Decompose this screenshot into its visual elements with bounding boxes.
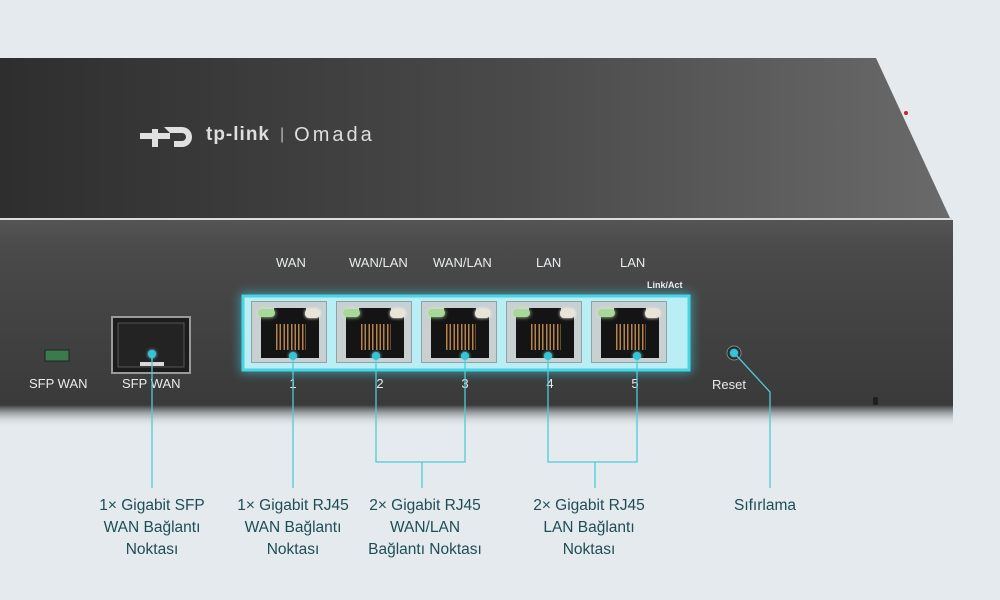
act-led-icon <box>390 309 405 318</box>
port-type-label-5: LAN <box>620 255 646 270</box>
link-led-icon <box>513 309 530 317</box>
callout-dot-port-2 <box>372 352 380 360</box>
callout-reset: Sıfırlama <box>733 497 796 514</box>
callout-sfp: 1× Gigabit SFP WAN Bağlantı Noktası <box>99 497 205 558</box>
link-led-icon <box>258 309 275 317</box>
act-led-icon <box>645 309 660 318</box>
tp-link-logo-icon <box>140 127 192 147</box>
port-type-label-2: WAN/LAN <box>349 255 408 270</box>
rj45-port-1[interactable] <box>251 301 327 363</box>
sub-brand-name: Omada <box>294 123 375 146</box>
link-act-label: Link/Act <box>647 280 683 290</box>
callout-wan: 1× Gigabit RJ45 WAN Bağlantı Noktası <box>237 497 349 558</box>
device-top-surface <box>0 58 950 218</box>
callout-dot-port-5 <box>633 352 641 360</box>
sfp-led-label: SFP WAN <box>29 376 88 391</box>
callout-wan-lan: 2× Gigabit RJ45 WAN/LAN Bağlantı Noktası <box>368 497 482 558</box>
rj45-port-5[interactable] <box>591 301 667 363</box>
brand-separator: | <box>280 126 285 143</box>
callout-dot-port-4 <box>544 352 552 360</box>
act-led-icon <box>475 309 490 318</box>
sfp-port-label: SFP WAN <box>122 376 181 391</box>
port-type-label-4: LAN <box>536 255 562 270</box>
reset-label: Reset <box>712 377 746 392</box>
act-led-icon <box>560 309 575 318</box>
port-type-label-1: WAN <box>276 255 306 270</box>
port-number-3: 3 <box>461 376 469 391</box>
callout-lan: 2× Gigabit RJ45 LAN Bağlantı Noktası <box>533 497 645 558</box>
brand-name: tp-link <box>206 124 270 145</box>
callout-dot-port-3 <box>461 352 469 360</box>
port-type-label-3: WAN/LAN <box>433 255 492 270</box>
rj45-port-3[interactable] <box>421 301 497 363</box>
link-led-icon <box>343 309 360 317</box>
callout-dot-port-1 <box>289 352 297 360</box>
sfp-port[interactable] <box>112 317 190 373</box>
act-led-icon <box>305 309 320 318</box>
link-led-icon <box>598 309 615 317</box>
sfp-status-led-icon <box>45 350 69 361</box>
callout-dot-reset <box>730 349 738 357</box>
callout-dot-sfp <box>148 350 156 358</box>
port-number-2: 2 <box>376 376 384 391</box>
port-number-5: 5 <box>631 376 639 391</box>
link-led-icon <box>428 309 445 317</box>
port-number-1: 1 <box>289 376 297 391</box>
brand-logo: tp-link | Omada <box>140 122 375 148</box>
port-number-4: 4 <box>546 376 554 391</box>
